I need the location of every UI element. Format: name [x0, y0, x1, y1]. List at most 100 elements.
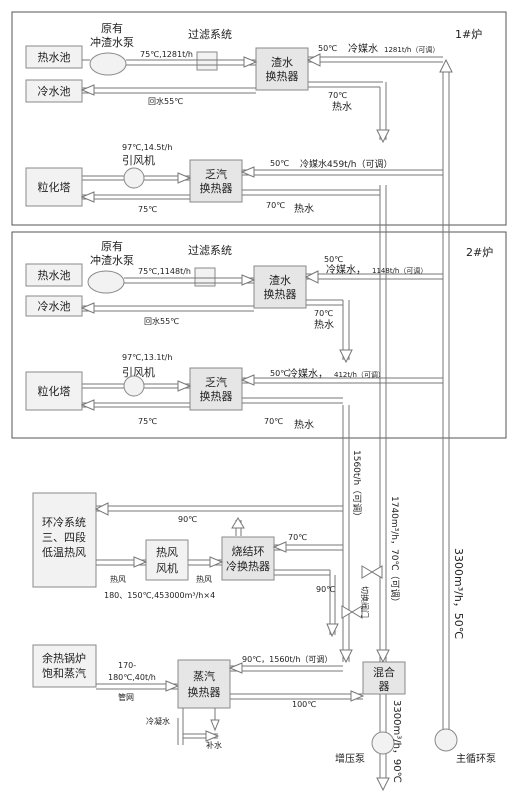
f2-slag-hx-l2: 换热器	[264, 287, 297, 301]
f2-hot-water-b: 热水	[294, 418, 314, 431]
f1-pump-label2: 冲渣水泵	[90, 35, 134, 49]
f2-cold-pool-label: 冷水池	[38, 300, 71, 313]
f1-return: 回水55℃	[148, 96, 183, 106]
f1-cold-media-flow: 1281t/h（可调）	[384, 45, 439, 54]
f1-steam-hx-l1: 乏汽	[205, 167, 227, 181]
lower-c100: 100℃	[292, 700, 316, 709]
furnace2-tag: 2#炉	[466, 246, 493, 259]
f1-pump	[89, 52, 127, 76]
f2-flow-top: 75℃,1148t/h	[138, 267, 191, 276]
ring-l2: 三、四段	[42, 530, 86, 544]
f2-cold-media: 冷媒水，	[326, 263, 366, 276]
boiler-box	[32, 644, 97, 688]
label-1740: 1740m³/h，70℃（可调）	[389, 496, 400, 607]
steam-hx-l2: 换热器	[188, 685, 221, 699]
valve-label: 切换阀门	[360, 586, 370, 618]
booster-label: 增压泵	[335, 752, 365, 765]
f1-fan-cond: 97℃,14.5t/h	[122, 143, 172, 152]
fan-spec: 180、150℃,453000m³/h×4	[104, 591, 215, 600]
f1-c50b: 50℃	[270, 159, 289, 168]
f1-pump-label1: 原有	[101, 21, 123, 35]
lower-c90: 90℃	[178, 515, 197, 524]
sinter-hx-box	[221, 536, 275, 581]
hot-line-1740-arrow	[376, 649, 390, 664]
f1-cold-media: 冷媒水	[348, 42, 378, 55]
mixer-box	[362, 661, 406, 695]
hot-air-b: 热风	[196, 574, 212, 584]
f2-cold-media-b-flow: 412t/h（可调）	[334, 370, 385, 379]
f1-hot-water-b: 热水	[294, 202, 314, 215]
booster-pump	[371, 731, 395, 755]
f1-steam-hx-l2: 换热器	[200, 181, 233, 195]
f1-slag-hx	[255, 47, 309, 91]
line-1560-arrow	[339, 649, 353, 664]
f2-gran-label: 粒化塔	[38, 384, 71, 398]
hot-air-fan-box	[145, 539, 189, 581]
f1-gran-tower	[25, 167, 83, 207]
f1-cold-pool	[25, 79, 83, 103]
f2-pump-label2: 冲渣水泵	[90, 253, 134, 267]
f1-c70b: 70℃	[266, 201, 285, 210]
f2-cold-media-b: 冷媒水，	[288, 367, 328, 380]
lower-c70: 70℃	[288, 533, 307, 542]
f2-c50b: 50℃	[270, 369, 289, 378]
main-pump-label: 主循环泵	[456, 752, 496, 765]
hot-fan-l2: 风机	[156, 561, 178, 575]
f1-slag-hx-l2: 换热器	[266, 69, 299, 83]
f2-pump	[87, 270, 125, 294]
f1-fan-label: 引风机	[122, 153, 155, 167]
f1-filter	[196, 51, 218, 71]
lower-c90b: 90℃	[316, 585, 335, 594]
f2-filter	[194, 267, 216, 287]
f2-filter-label: 过滤系统	[188, 244, 232, 257]
f1-hot-pool	[25, 45, 83, 69]
f1-c75: 75℃	[138, 205, 157, 214]
sinter-l2: 冷换热器	[226, 559, 270, 573]
main-pump	[434, 728, 458, 752]
label-3300b: 3300m³/h，90℃	[391, 700, 402, 783]
steam-flow: 90℃，1560t/h（可调）	[242, 655, 332, 664]
ring-cooler-box	[32, 492, 97, 588]
ring-l3: 低温热风	[42, 546, 86, 559]
mixer-l2: 器	[379, 680, 390, 693]
f2-pump-label1: 原有	[101, 239, 123, 253]
f1-slag-hx-l1: 渣水	[271, 55, 293, 69]
hot-fan-l1: 热风	[156, 546, 178, 559]
f2-steam-hx-l1: 乏汽	[205, 375, 227, 389]
label-3300a: 3300m³/h，50℃	[452, 548, 465, 639]
f2-c70: 70℃	[314, 309, 333, 318]
f2-gran-tower	[25, 371, 83, 411]
f2-steam-hx	[189, 367, 243, 411]
f1-hot-water: 热水	[332, 100, 352, 113]
f1-cold-pool-label: 冷水池	[38, 85, 71, 98]
f2-return: 回水55℃	[144, 316, 179, 326]
f1-hot-pool-label: 热水池	[38, 51, 71, 64]
mixer-l1: 混合	[373, 665, 395, 679]
switch-valve-icon	[341, 605, 353, 619]
f2-c70b: 70℃	[264, 417, 283, 426]
f1-fan	[123, 167, 145, 189]
furnace1-frame	[11, 11, 507, 226]
f1-flow-top: 75℃,1281t/h	[140, 50, 193, 59]
f2-c75: 75℃	[138, 417, 157, 426]
f2-steam-hx-l2: 换热器	[200, 389, 233, 403]
boiler-flow-l1: 170-	[118, 661, 136, 670]
furnace2-frame	[11, 231, 507, 439]
ring-l1: 环冷系统	[42, 516, 86, 529]
f1-filter-label: 过滤系统	[188, 28, 232, 41]
f2-cold-media-flow: 1148t/h（可调）	[372, 266, 427, 275]
hot-air-a: 热风	[110, 574, 126, 584]
boiler-l1: 余热锅炉	[42, 651, 86, 665]
steam-hx-l1: 蒸汽	[193, 669, 215, 683]
f2-hot-pool	[25, 263, 83, 287]
f2-fan-cond: 97℃,13.1t/h	[122, 353, 172, 362]
steam-hx-box	[177, 659, 231, 709]
f1-gran-label: 粒化塔	[38, 180, 71, 194]
makeup-label: 补水	[206, 740, 222, 750]
f2-c50: 50℃	[324, 255, 343, 264]
label-1560: 1560t/h（可调）	[351, 450, 362, 521]
boiler-flow-l2: 180℃,40t/h	[108, 673, 156, 682]
condensate-label: 冷凝水	[146, 716, 170, 726]
f1-cold-media-b: 冷媒水459t/h（可调）	[300, 158, 392, 170]
